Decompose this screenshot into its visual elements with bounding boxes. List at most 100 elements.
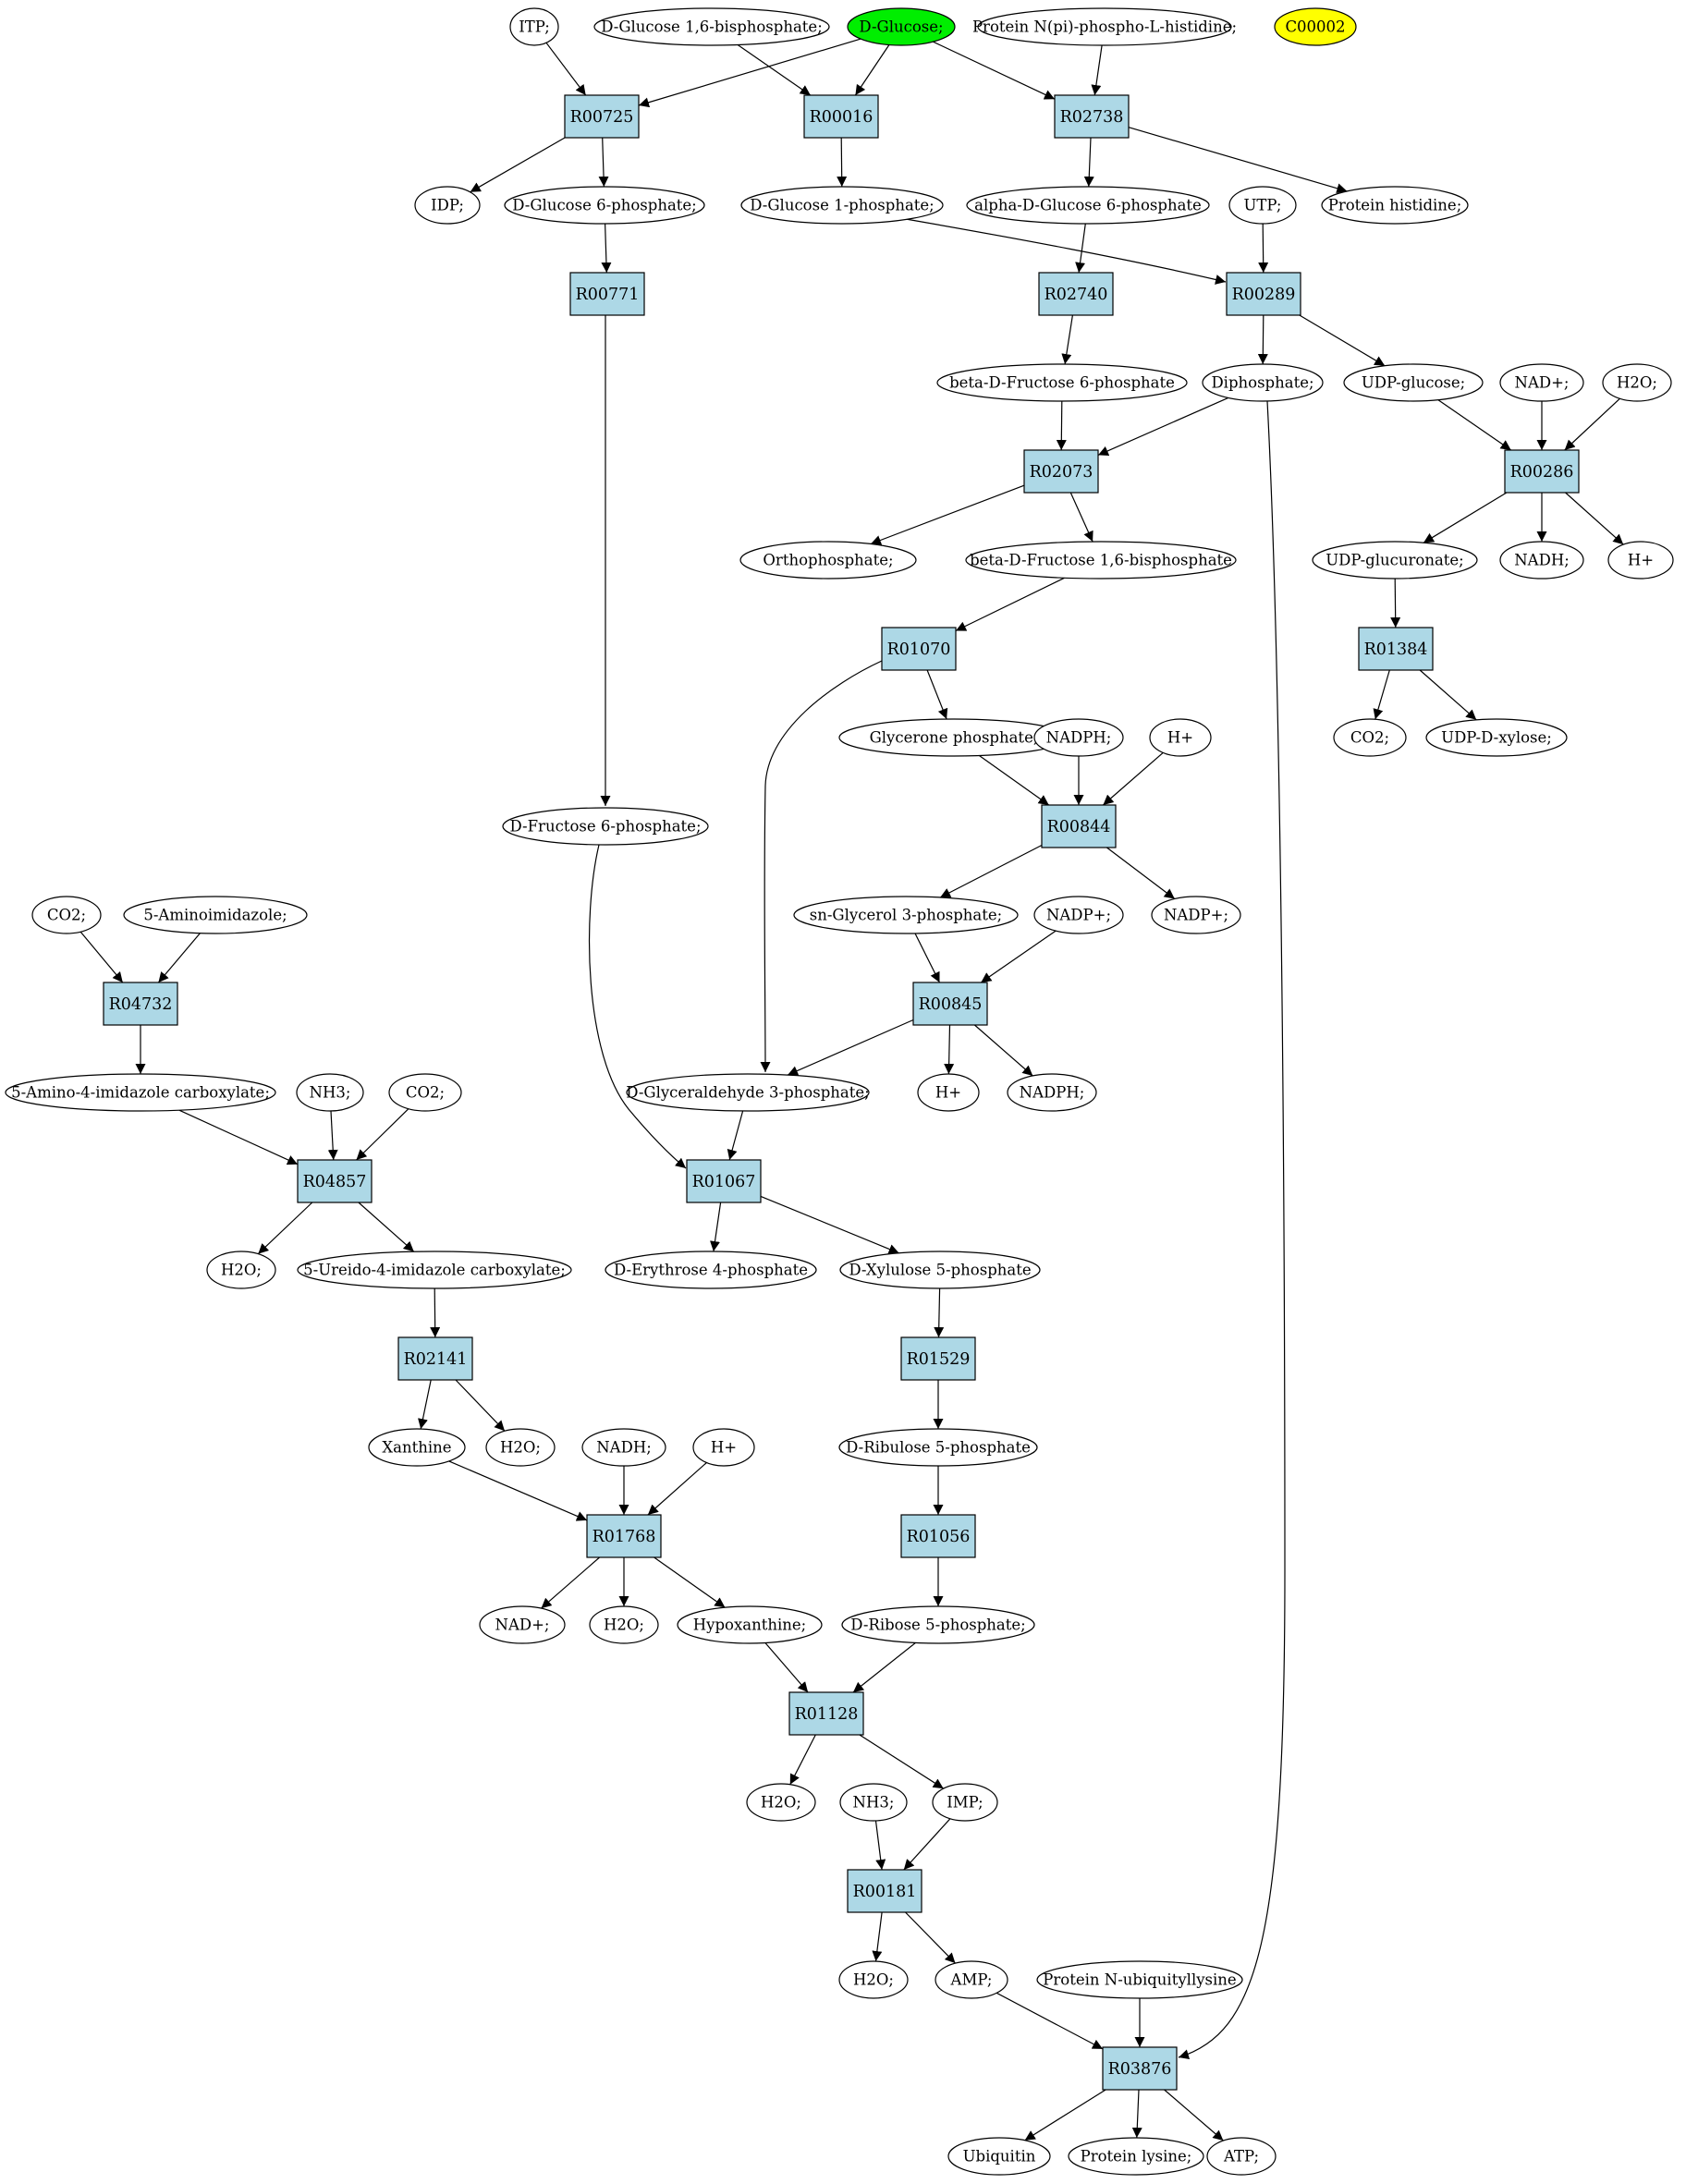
compound-node-co2_right[interactable]: CO2;: [1333, 718, 1407, 757]
reaction-node-r00725[interactable]: R00725: [564, 94, 640, 139]
compound-node-diphos[interactable]: Diphosphate;: [1202, 363, 1324, 402]
compound-node-e4p[interactable]: D-Erythrose 4-phosphate: [605, 1251, 817, 1289]
compound-node-x5p[interactable]: D-Xylulose 5-phosphate: [839, 1251, 1041, 1289]
reaction-node-r01056[interactable]: R01056: [900, 1514, 976, 1558]
reaction-node-r00845[interactable]: R00845: [912, 982, 988, 1026]
edge-r00725-to-g6p: [598, 137, 609, 188]
compound-node-ag6p[interactable]: alpha-D-Glucose 6-phosphate: [966, 186, 1210, 225]
compound-node-bf16bp[interactable]: beta-D-Fructose 1,6-bisphosphate: [965, 541, 1237, 580]
compound-node-snG3P[interactable]: sn-Glycerol 3-phosphate;: [793, 896, 1019, 934]
compound-node-nadph_b[interactable]: NADPH;: [1007, 1073, 1097, 1112]
reaction-node-r01128[interactable]: R01128: [788, 1691, 864, 1736]
compound-ellipse: [1206, 2137, 1277, 2176]
compound-node-prothis[interactable]: Protein histidine;: [1321, 186, 1469, 225]
compound-node-h2o_c[interactable]: H2O;: [589, 1605, 659, 1644]
compound-node-nh3_a[interactable]: NH3;: [296, 1073, 364, 1112]
reaction-node-r03876[interactable]: R03876: [1102, 2046, 1178, 2091]
compound-node-nadph_a[interactable]: NADPH;: [1033, 718, 1124, 757]
compound-node-nadpplus_a[interactable]: NADP+;: [1033, 896, 1124, 934]
compound-node-hplus_c[interactable]: H+: [692, 1428, 755, 1467]
compound-node-co2_left[interactable]: CO2;: [31, 896, 102, 934]
compound-node-imp[interactable]: IMP;: [932, 1783, 998, 1822]
reaction-node-r00181[interactable]: R00181: [847, 1869, 922, 1913]
compound-node-ru5p[interactable]: D-Ribulose 5-phosphate: [838, 1428, 1038, 1467]
compound-node-g3p[interactable]: D-Glyceraldehyde 3-phosphate;: [626, 1073, 870, 1112]
compound-ellipse: [1033, 896, 1124, 934]
compound-label: Hypoxanthine;: [693, 1617, 806, 1634]
reaction-node-r04857[interactable]: R04857: [297, 1159, 373, 1203]
reaction-node-r00844[interactable]: R00844: [1041, 804, 1117, 848]
compound-node-hplus_b[interactable]: H+: [917, 1073, 980, 1112]
compound-node-nh3_b[interactable]: NH3;: [839, 1783, 908, 1822]
compound-node-aminoimid[interactable]: 5-Aminoimidazole;: [123, 896, 308, 934]
compound-node-f6p[interactable]: D-Fructose 6-phosphate;: [502, 807, 709, 846]
reaction-node-r00016[interactable]: R00016: [803, 94, 879, 139]
reaction-node-r01529[interactable]: R01529: [900, 1336, 976, 1381]
compound-ellipse: [841, 1605, 1035, 1644]
compound-label: H2O;: [221, 1262, 262, 1279]
compound-node-h2o_a[interactable]: H2O;: [206, 1251, 276, 1289]
compound-node-ubiquitin[interactable]: Ubiquitin: [947, 2137, 1051, 2176]
compound-node-protlys[interactable]: Protein lysine;: [1068, 2137, 1204, 2176]
compound-node-xanthine[interactable]: Xanthine: [368, 1428, 466, 1467]
compound-node-hypox[interactable]: Hypoxanthine;: [677, 1605, 823, 1644]
compound-node-aicarbox[interactable]: 5-Amino-4-imidazole carboxylate;: [5, 1073, 276, 1112]
compound-node-co2_mid[interactable]: CO2;: [388, 1073, 462, 1112]
compound-node-glyceroneP[interactable]: Glycerone phosphate;: [838, 718, 1069, 757]
compound-node-nadh_top[interactable]: NADH;: [1499, 541, 1584, 580]
reaction-node-r00771[interactable]: R00771: [569, 272, 645, 316]
reaction-node-r01384[interactable]: R01384: [1358, 627, 1434, 671]
compound-node-nadp_top[interactable]: NAD+;: [1499, 363, 1584, 402]
compound-node-udpglc[interactable]: UDP-glucose;: [1343, 363, 1484, 402]
compound-label: Protein N-ubiquityllysine: [1043, 1971, 1236, 1989]
compound-node-h2o_e[interactable]: H2O;: [838, 1960, 909, 1999]
edge-r00844-to-snG3P: [939, 844, 1043, 898]
compound-node-g1p[interactable]: D-Glucose 1-phosphate;: [740, 186, 944, 225]
compound-node-udpglcua[interactable]: UDP-glucuronate;: [1312, 541, 1478, 580]
reaction-node-r00289[interactable]: R00289: [1226, 272, 1301, 316]
compound-node-utp[interactable]: UTP;: [1228, 186, 1297, 225]
compound-node-protphis[interactable]: Protein N(pi)-phospho-L-histidine;: [972, 7, 1237, 46]
compound-node-r5p[interactable]: D-Ribose 5-phosphate;: [841, 1605, 1035, 1644]
compound-node-nadplus_c[interactable]: NAD+;: [479, 1605, 566, 1644]
reaction-box: [686, 1159, 762, 1203]
reaction-node-r01070[interactable]: R01070: [881, 627, 957, 671]
compound-ellipse: [838, 1428, 1038, 1467]
compound-node-udpxyl[interactable]: UDP-D-xylose;: [1425, 718, 1568, 757]
edge-ag6p-to-r02740: [1075, 223, 1086, 274]
reaction-node-r02141[interactable]: R02141: [397, 1336, 473, 1381]
compound-node-glc16bp[interactable]: D-Glucose 1,6-bisphosphate;: [593, 7, 830, 46]
compound-ellipse: [297, 1251, 572, 1289]
reaction-box: [881, 627, 957, 671]
reaction-label: R02740: [1045, 286, 1108, 304]
compound-node-itp[interactable]: ITP;: [509, 7, 559, 46]
compound-node-orthophos[interactable]: Orthophosphate;: [739, 541, 917, 580]
compound-node-atp[interactable]: ATP;: [1206, 2137, 1277, 2176]
compound-node-h2o_b[interactable]: H2O;: [485, 1428, 556, 1467]
reaction-node-r02073[interactable]: R02073: [1023, 449, 1099, 494]
compound-node-bf6p[interactable]: beta-D-Fructose 6-phosphate: [936, 363, 1188, 402]
reaction-node-r02740[interactable]: R02740: [1038, 272, 1114, 316]
reaction-node-r00286[interactable]: R00286: [1504, 449, 1580, 494]
compound-ellipse: [1499, 363, 1584, 402]
compound-node-protubq[interactable]: Protein N-ubiquityllysine: [1036, 1960, 1243, 1999]
compound-node-idp[interactable]: IDP;: [414, 186, 481, 225]
edge-r03876-to-atp: [1164, 2089, 1224, 2141]
compound-node-glucose[interactable]: D-Glucose;: [847, 7, 956, 46]
reaction-node-r01067[interactable]: R01067: [686, 1159, 762, 1203]
compound-node-g6p[interactable]: D-Glucose 6-phosphate;: [504, 186, 705, 225]
compound-node-hplus_top[interactable]: H+: [1607, 541, 1674, 580]
reaction-node-r02738[interactable]: R02738: [1054, 94, 1130, 139]
reaction-node-r01768[interactable]: R01768: [586, 1514, 662, 1558]
compound-node-hplus_a[interactable]: H+: [1149, 718, 1212, 757]
edge-r00725-to-idp: [470, 137, 566, 193]
reaction-node-r04732[interactable]: R04732: [103, 982, 178, 1026]
compound-node-h2o_top[interactable]: H2O;: [1602, 363, 1672, 402]
compound-node-nadpplus_b[interactable]: NADP+;: [1151, 896, 1241, 934]
compound-node-nadh_b[interactable]: NADH;: [581, 1428, 666, 1467]
compound-node-h2o_d[interactable]: H2O;: [746, 1783, 816, 1822]
compound-node-amp[interactable]: AMP;: [935, 1960, 1008, 1999]
compound-node-c00002[interactable]: C00002: [1274, 7, 1357, 46]
compound-node-ureido[interactable]: 5-Ureido-4-imidazole carboxylate;: [297, 1251, 572, 1289]
compound-label: 5-Amino-4-imidazole carboxylate;: [11, 1084, 270, 1102]
